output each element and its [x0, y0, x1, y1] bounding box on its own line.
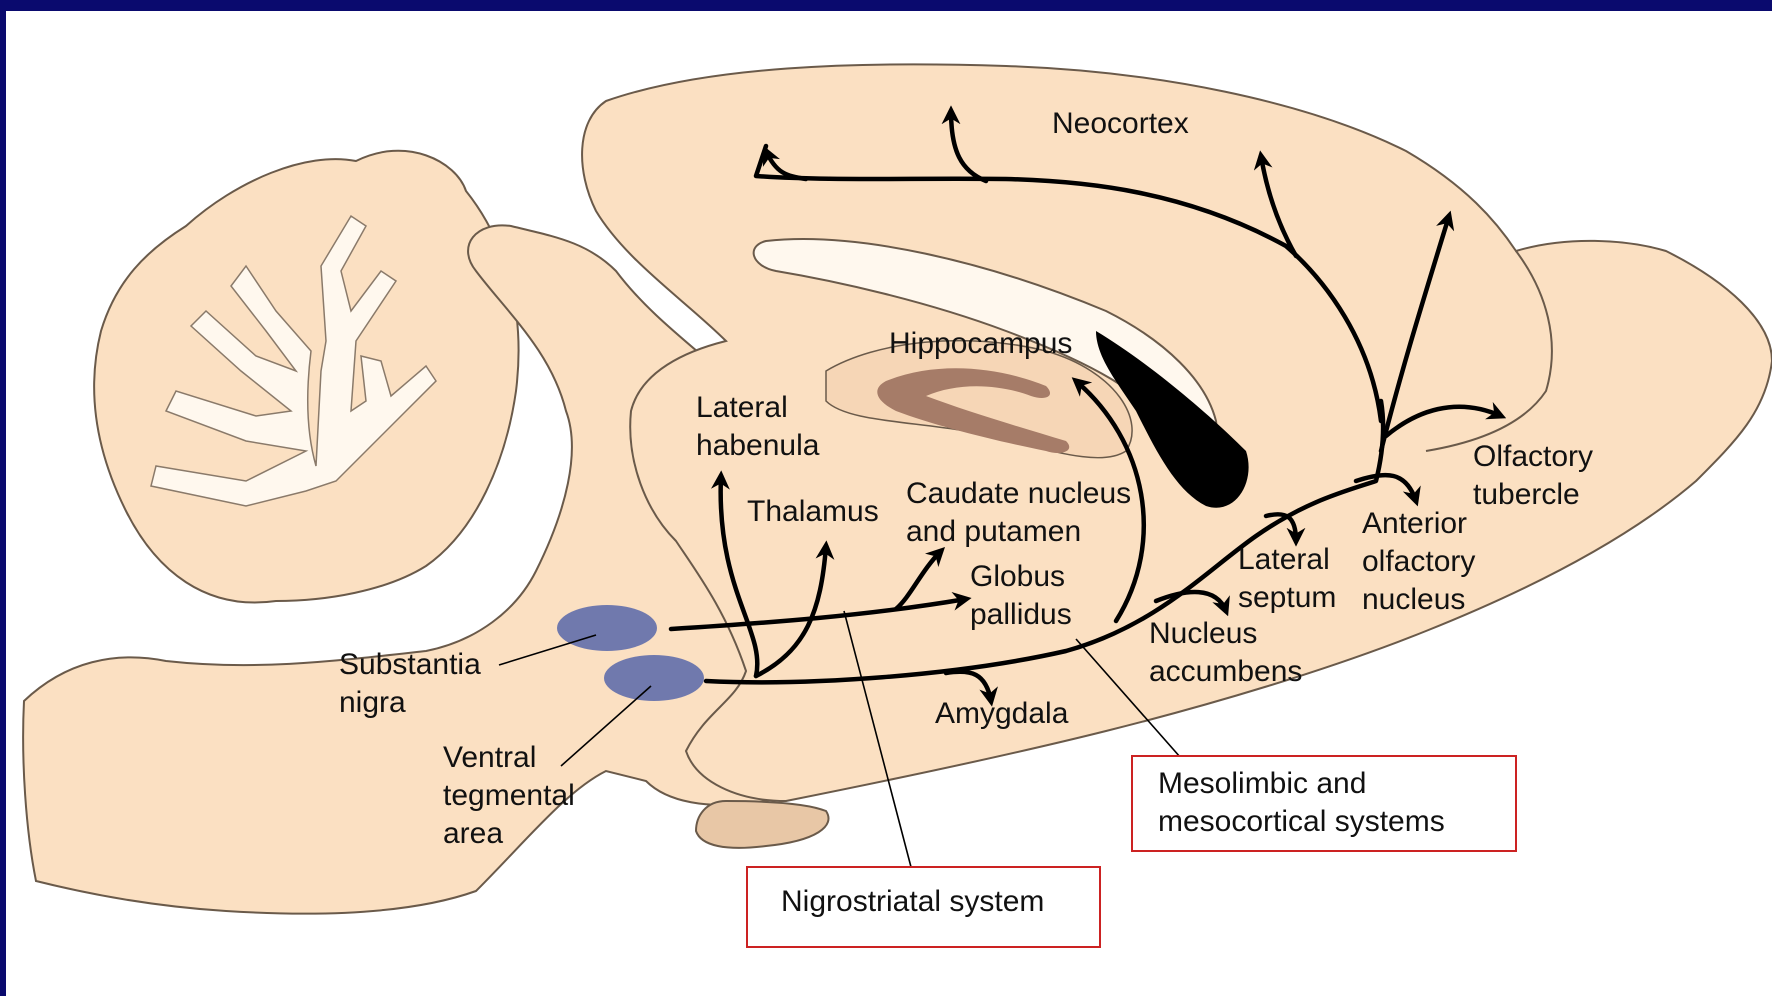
label-hippocampus: Hippocampus: [889, 327, 1072, 360]
vta-nucleus: [604, 655, 704, 701]
slide-area: Neocortex Hippocampus Lateral habenula T…: [6, 11, 1772, 996]
hypothalamus: [696, 801, 829, 848]
nigrostriatal-box-text: Nigrostriatal system: [781, 885, 1044, 918]
dopamine-pathways-diagram: Neocortex Hippocampus Lateral habenula T…: [6, 11, 1772, 996]
label-neocortex: Neocortex: [1052, 107, 1189, 140]
label-thalamus: Thalamus: [747, 495, 879, 528]
label-amygdala: Amygdala: [935, 697, 1069, 730]
substantia-nigra-nucleus: [557, 605, 657, 651]
